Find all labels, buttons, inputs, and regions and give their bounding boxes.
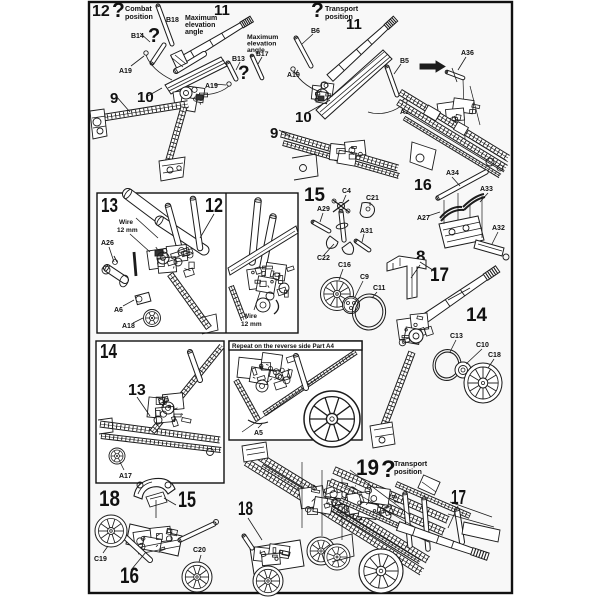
svg-text:A33: A33 [480,186,493,193]
svg-text:19: 19 [356,455,379,480]
svg-text:A27: A27 [417,215,430,222]
svg-text:C4: C4 [342,188,351,195]
svg-text:C11: C11 [373,285,386,292]
svg-text:B6: B6 [311,28,320,35]
svg-text:B13: B13 [232,56,245,63]
svg-text:C16: C16 [338,262,351,269]
svg-text:10: 10 [295,109,312,126]
svg-text:?: ? [381,456,396,483]
svg-text:A34: A34 [446,170,459,177]
svg-text:A17: A17 [119,473,132,480]
svg-text:A29: A29 [317,206,330,213]
svg-text:position: position [394,467,422,476]
svg-text:8: 8 [416,247,425,266]
svg-text:18: 18 [99,486,120,511]
svg-text:A19: A19 [119,68,132,75]
svg-text:9: 9 [270,125,278,142]
svg-text:16: 16 [414,177,432,194]
svg-text:13: 13 [128,382,146,399]
svg-text:17: 17 [430,265,449,286]
svg-text:C20: C20 [193,547,206,554]
svg-text:12 mm: 12 mm [117,227,138,234]
svg-text:Maximum: Maximum [185,15,217,22]
svg-text:B5: B5 [400,58,409,65]
svg-text:?: ? [238,63,250,84]
svg-text:position: position [325,12,353,21]
svg-text:Wire: Wire [243,313,257,320]
svg-text:11: 11 [346,16,362,33]
svg-text:10: 10 [137,89,154,106]
svg-text:14: 14 [100,341,118,363]
svg-text:Transport: Transport [325,4,359,13]
svg-text:?: ? [112,0,125,22]
svg-text:C9: C9 [360,274,369,281]
svg-text:9: 9 [110,90,118,107]
svg-text:A19: A19 [287,72,300,79]
svg-text:Transport: Transport [394,459,428,468]
svg-text:A5: A5 [254,430,263,437]
svg-text:B14: B14 [131,33,144,40]
svg-text:12: 12 [92,3,110,20]
svg-text:C18: C18 [488,352,501,359]
svg-text:B18: B18 [166,17,179,24]
svg-text:B17: B17 [256,51,269,58]
svg-text:A36: A36 [461,50,474,57]
svg-text:12: 12 [205,195,223,217]
svg-text:elevation: elevation [185,22,215,29]
svg-text:angle: angle [247,47,265,54]
svg-text:18: 18 [238,499,253,520]
svg-text:C10: C10 [476,342,489,349]
svg-text:Wire: Wire [119,219,133,226]
svg-text:C19: C19 [94,556,107,563]
svg-text:12 mm: 12 mm [241,321,262,328]
svg-text:A19: A19 [205,83,218,90]
svg-text:A18: A18 [122,323,135,330]
svg-text:11: 11 [214,2,230,19]
svg-text:13: 13 [101,195,118,217]
svg-text:Maximum: Maximum [247,34,278,41]
svg-text:15: 15 [178,487,196,512]
svg-text:14: 14 [466,305,487,326]
svg-text:elevation: elevation [247,41,276,48]
svg-text:15: 15 [304,185,325,206]
svg-text:?: ? [311,0,324,22]
svg-text:angle: angle [185,29,203,36]
svg-text:C21: C21 [366,195,379,202]
svg-text:C22: C22 [317,255,330,262]
svg-text:A6: A6 [114,307,123,314]
svg-text:C13: C13 [450,333,463,340]
svg-text:A31: A31 [360,228,373,235]
svg-text:position: position [125,12,153,21]
svg-text:Repeat on the reverse side Par: Repeat on the reverse side Part A4 [232,343,334,350]
svg-text:A26: A26 [101,240,114,247]
svg-text:A32: A32 [492,225,505,232]
svg-text:Combat: Combat [125,4,152,13]
svg-text:16: 16 [120,563,139,588]
svg-text:?: ? [148,25,160,47]
